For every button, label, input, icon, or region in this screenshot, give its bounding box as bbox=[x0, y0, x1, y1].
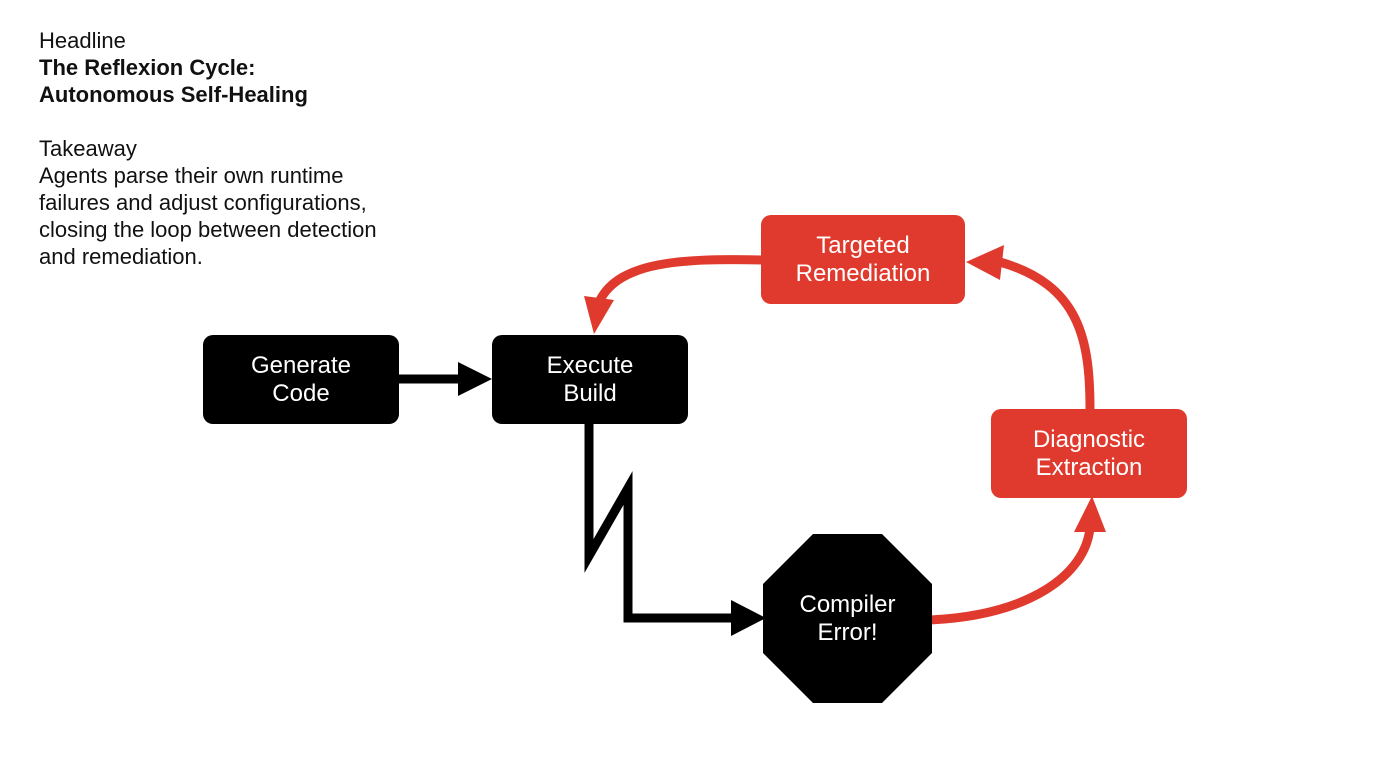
arrow-execute-to-error bbox=[584, 423, 766, 636]
headline-label: Headline bbox=[39, 28, 126, 53]
takeaway-label: Takeaway bbox=[39, 136, 137, 161]
node-compiler-error-shape bbox=[763, 534, 932, 703]
arrow-generate-to-execute bbox=[398, 362, 492, 396]
node-targeted-remediation: Targeted Remediation bbox=[795, 231, 931, 287]
text-panel: Headline The Reflexion Cycle: Autonomous… bbox=[39, 27, 459, 270]
takeaway-text: Agents parse their own runtime failures … bbox=[39, 163, 377, 269]
arrow-remediation-to-execute bbox=[584, 255, 764, 334]
node-generate-code: Generate Code bbox=[250, 351, 352, 407]
node-generate-code-shape bbox=[203, 335, 399, 424]
node-diagnostic-extraction-shape bbox=[991, 409, 1187, 498]
node-diagnostic-extraction: Diagnostic Extraction bbox=[1032, 425, 1146, 481]
arrow-diagnostic-to-remediation bbox=[966, 245, 1095, 411]
node-targeted-remediation-shape bbox=[761, 215, 965, 304]
headline-title: The Reflexion Cycle: Autonomous Self-Hea… bbox=[39, 55, 308, 107]
node-compiler-error: Compiler Error! bbox=[799, 590, 896, 646]
arrow-error-to-diagnostic bbox=[929, 496, 1106, 625]
node-execute-build: Execute Build bbox=[546, 351, 634, 407]
node-execute-build-shape bbox=[492, 335, 688, 424]
